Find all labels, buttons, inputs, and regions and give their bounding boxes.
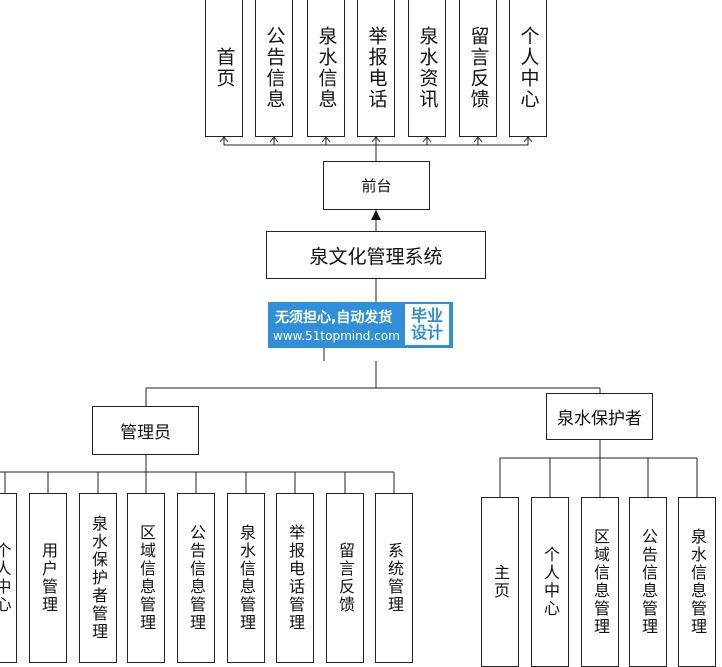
protector-item-home: 主页: [481, 497, 519, 667]
admin-item-system-management: 系统管理: [375, 493, 413, 663]
connector-lines: [0, 136, 698, 497]
watermark-line1: 无须担心,自动发货: [275, 310, 393, 326]
protector-item-label: 泉水信息管理: [688, 528, 707, 636]
front-item-label: 首页: [213, 47, 236, 89]
admin-item-label: 泉水保护者管理: [89, 515, 108, 641]
protector-node: 泉水保护者: [546, 393, 653, 440]
admin-item-label: 留言反馈: [336, 542, 355, 614]
protector-item-label: 主页: [491, 564, 510, 600]
admin-item-label: 个人中心: [0, 542, 12, 614]
admin-item-label: 举报电话管理: [286, 524, 305, 632]
protector-item-personal-center: 个人中心: [531, 497, 569, 667]
front-node-label: 前台: [361, 177, 392, 195]
admin-item-spring-management: 泉水信息管理: [227, 493, 265, 663]
protector-item-label: 公告信息管理: [639, 528, 658, 636]
admin-item-label: 公告信息管理: [187, 524, 206, 632]
front-item-feedback: 留言反馈: [459, 0, 497, 137]
arrowhead-icon: [371, 210, 381, 220]
admin-item-label: 用户管理: [39, 542, 58, 614]
watermark-banner: 无须担心,自动发货 www.51topmind.com 毕业 设计: [268, 302, 453, 348]
system-node: 泉文化管理系统: [266, 231, 486, 279]
front-item-label: 个人中心: [517, 26, 540, 110]
front-item-label: 公告信息: [263, 26, 286, 110]
front-node: 前台: [323, 161, 430, 210]
admin-item-feedback: 留言反馈: [326, 493, 364, 663]
admin-item-region-management: 区域信息管理: [127, 493, 165, 663]
front-item-announcements: 公告信息: [255, 0, 293, 137]
protector-item-label: 个人中心: [541, 546, 560, 618]
protector-item-spring-management: 泉水信息管理: [678, 497, 716, 667]
admin-node-label: 管理员: [120, 423, 171, 443]
protector-item-label: 区域信息管理: [591, 528, 610, 636]
front-item-personal-center: 个人中心: [509, 0, 547, 137]
front-item-report-phone: 举报电话: [357, 0, 395, 137]
watermark-badge-line1: 毕业: [410, 305, 443, 325]
admin-item-personal-center: 个人中心: [0, 493, 17, 663]
admin-item-label: 区域信息管理: [137, 524, 156, 632]
protector-item-region-management: 区域信息管理: [581, 497, 619, 667]
front-item-spring-info: 泉水信息: [307, 0, 345, 137]
admin-item-announcement-management: 公告信息管理: [177, 493, 215, 663]
front-item-spring-news: 泉水资讯: [408, 0, 446, 137]
front-item-label: 举报电话: [365, 26, 388, 110]
protector-node-label: 泉水保护者: [557, 409, 642, 429]
watermark-badge: 毕业 设计: [405, 304, 449, 345]
protector-item-announcement-management: 公告信息管理: [629, 497, 667, 667]
watermark-badge-line2: 设计: [410, 322, 443, 342]
admin-item-report-management: 举报电话管理: [276, 493, 314, 663]
front-item-home: 首页: [205, 0, 243, 137]
admin-item-label: 系统管理: [385, 542, 404, 614]
admin-item-user-management: 用户管理: [29, 493, 67, 663]
admin-item-label: 泉水信息管理: [237, 524, 256, 632]
front-item-label: 留言反馈: [467, 26, 490, 110]
system-node-label: 泉文化管理系统: [309, 245, 443, 268]
front-item-label: 泉水信息: [315, 26, 338, 110]
watermark-line2: www.51topmind.com: [273, 329, 400, 343]
front-item-label: 泉水资讯: [416, 26, 439, 110]
admin-item-protector-management: 泉水保护者管理: [79, 493, 117, 663]
admin-node: 管理员: [92, 406, 199, 455]
